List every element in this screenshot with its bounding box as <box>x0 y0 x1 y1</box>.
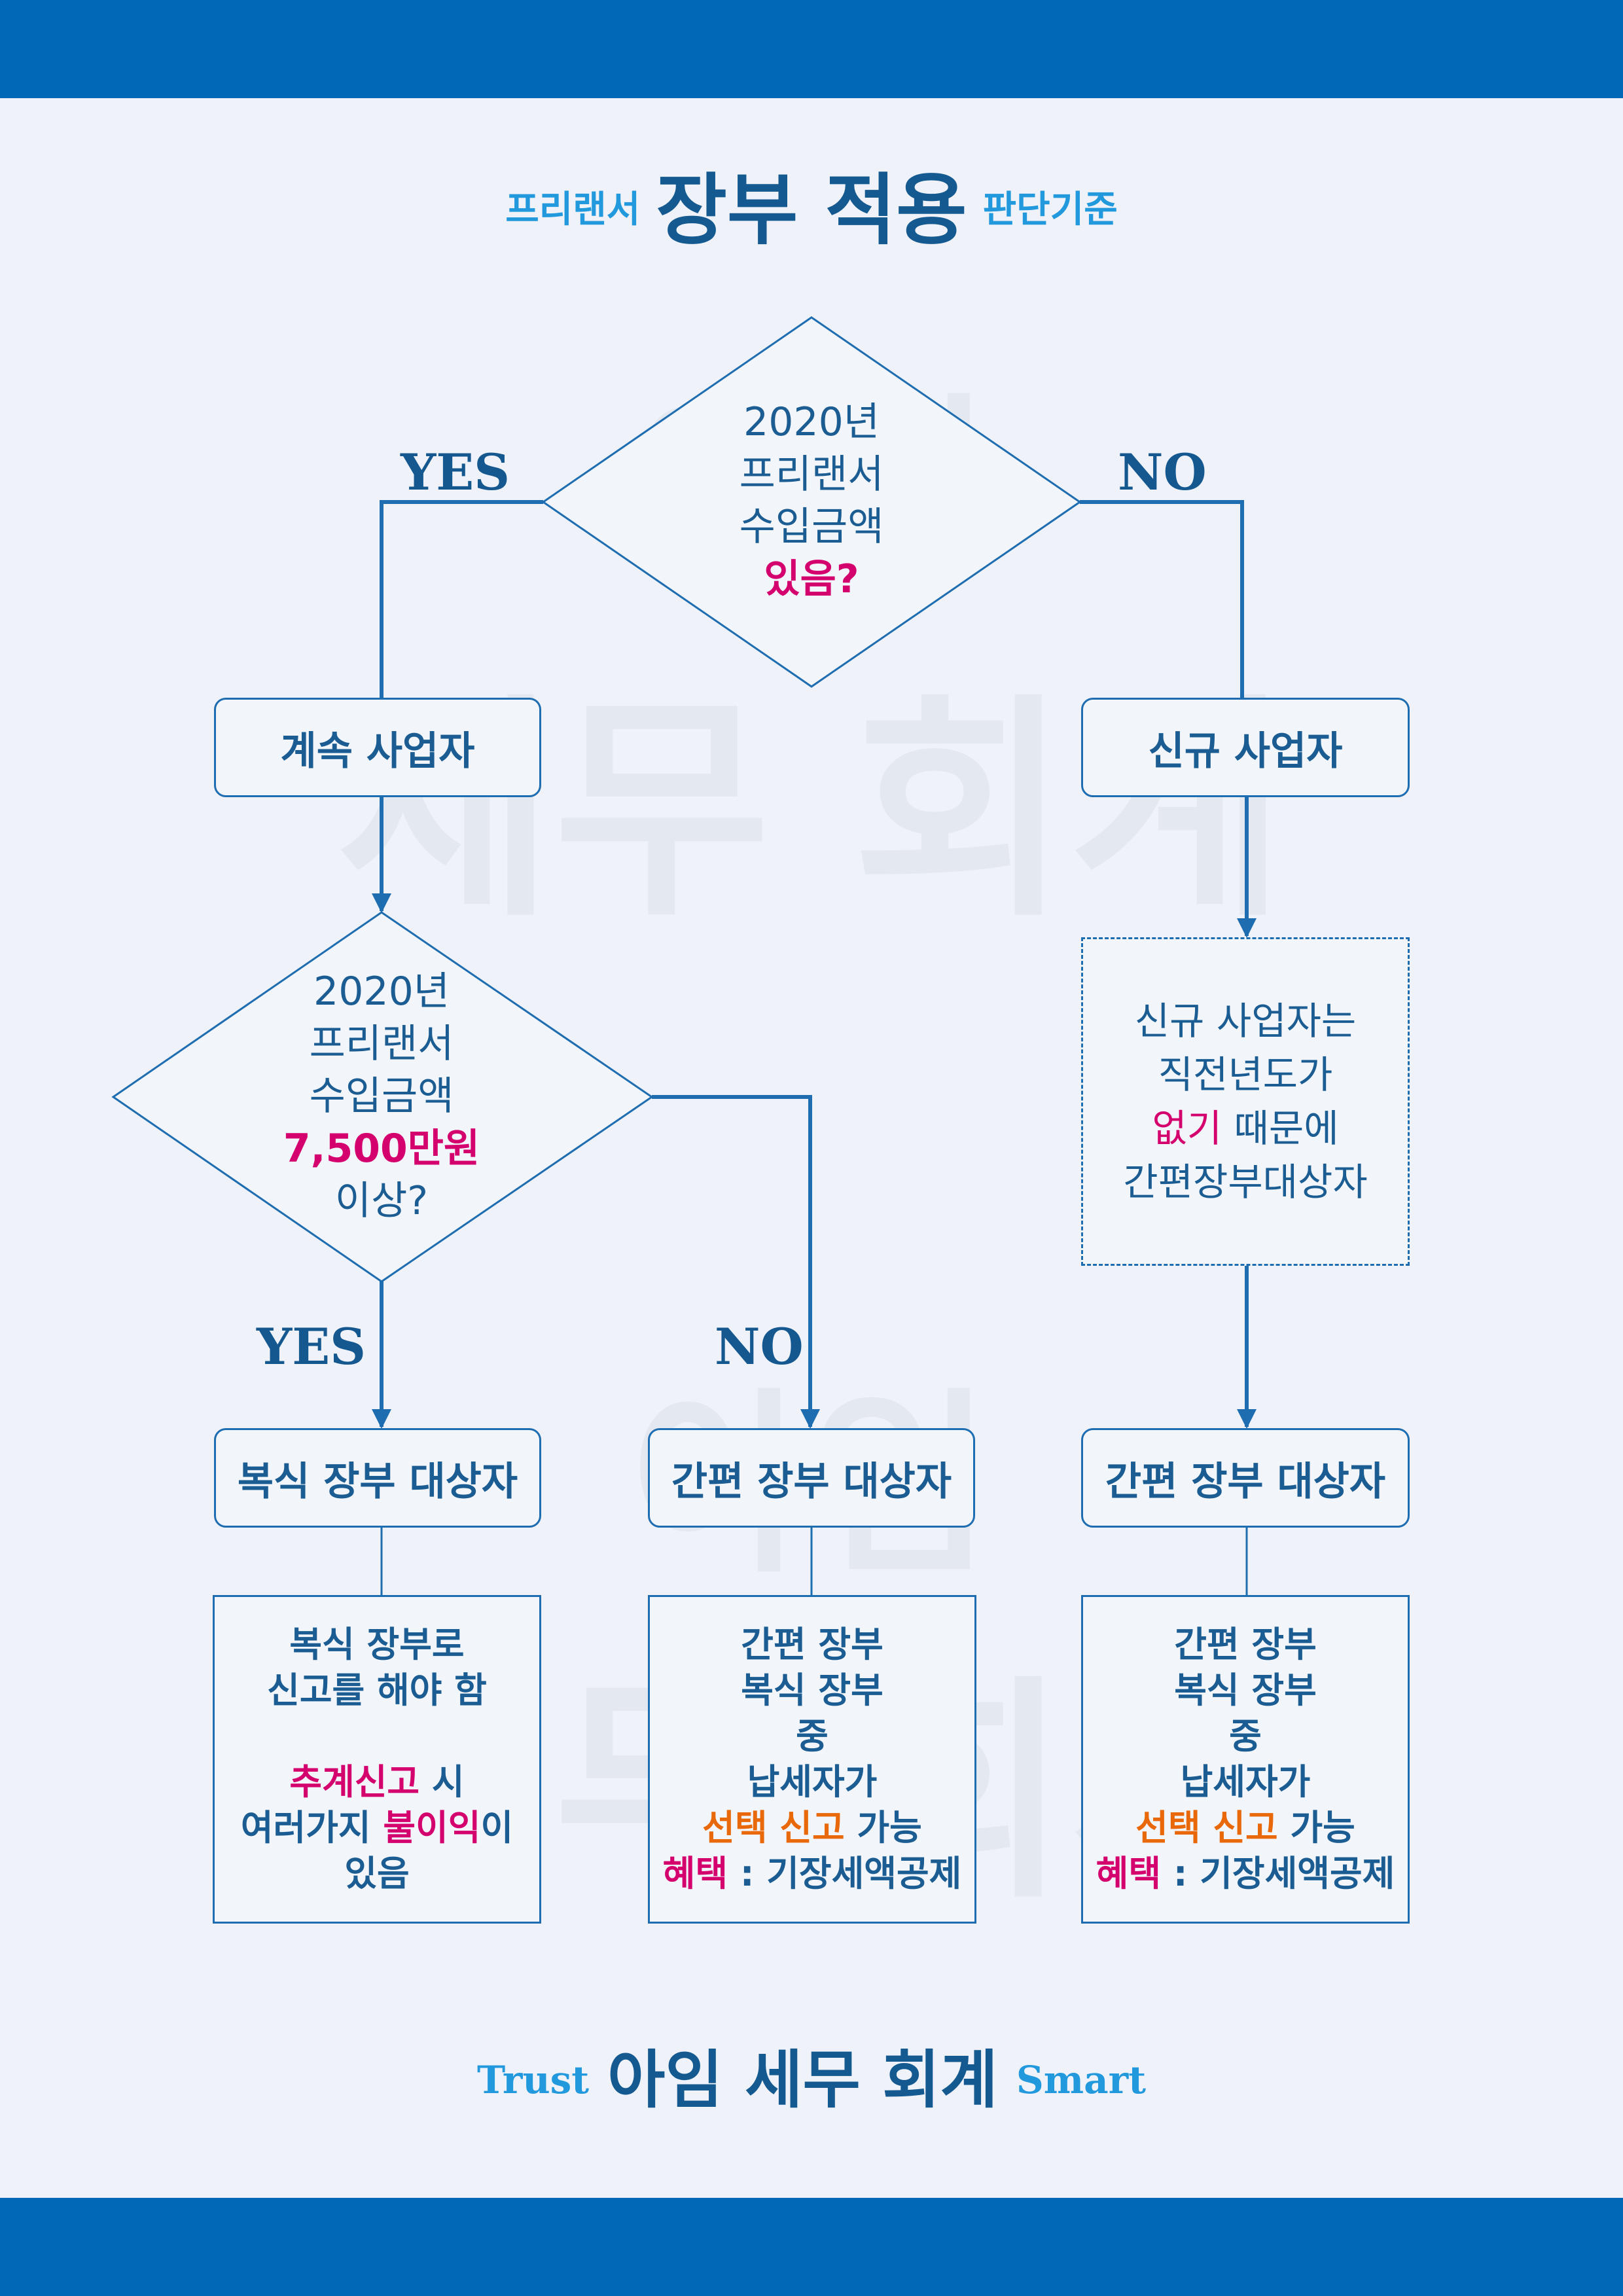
decision-first-highlight: 있음? <box>764 556 859 602</box>
simple-right-line-6: 혜택 : 기장세액공제 <box>1096 1851 1395 1897</box>
double-detail-line-3-rest: 시 <box>419 1761 465 1803</box>
connector-first-yes <box>380 500 543 699</box>
simple-left-line-1: 간편 장부 <box>741 1624 883 1665</box>
double-detail-highlight-2: 불이익 <box>383 1807 481 1848</box>
double-detail-line-2: 신고를 해야 함 <box>267 1670 487 1711</box>
decision-first-text: 2020년 프리랜서 수입금액 있음? <box>681 393 942 609</box>
label-second-no: NO <box>715 1318 804 1376</box>
simple-right-line-1: 간편 장부 <box>1174 1624 1317 1665</box>
decision-second-text: 2020년 프리랜서 수입금액 7,500만원 이상? <box>251 962 512 1230</box>
box-double-entry-target: 복식 장부 대상자 <box>214 1428 541 1528</box>
bottom-band <box>0 2198 1623 2296</box>
box-new-business: 신규 사업자 <box>1081 698 1410 797</box>
label-first-no: NO <box>1118 443 1207 501</box>
box-simple-target-left: 간편 장부 대상자 <box>648 1428 975 1528</box>
note-line-3: 없기 때문에 <box>1152 1102 1338 1155</box>
simple-left-line-6: 혜택 : 기장세액공제 <box>663 1851 962 1897</box>
decision-first-line-2: 프리랜서 <box>739 452 884 497</box>
box-double-entry-detail: 복식 장부로 신고를 해야 함 추계신고 시 여러가지 불이익이 있음 <box>213 1595 541 1924</box>
simple-right-line-3: 중 <box>1229 1715 1262 1757</box>
decision-second-line-5: 이상? <box>334 1178 429 1224</box>
box-continuing-business: 계속 사업자 <box>214 698 541 797</box>
double-detail-line-4-suffix: 이 <box>480 1807 514 1848</box>
title-left: 프리랜서 <box>505 188 641 231</box>
label-first-yes: YES <box>401 443 510 501</box>
simple-right-line-5: 선택 신고 가능 <box>1135 1805 1355 1851</box>
double-detail-highlight-1: 추계신고 <box>289 1761 420 1803</box>
decision-first-line-1: 2020년 <box>743 399 880 445</box>
decision-second-line-3: 수입금액 <box>309 1073 454 1119</box>
double-detail-line-4-prefix: 여러가지 <box>240 1807 383 1848</box>
simple-left-line-6-rest: : 기장세액공제 <box>728 1853 962 1894</box>
double-detail-line-4: 여러가지 불이익이 <box>241 1805 513 1851</box>
decision-diamond-first <box>541 316 1082 688</box>
double-detail-line-3: 추계신고 시 <box>289 1759 464 1805</box>
simple-left-line-5-rest: 가능 <box>844 1807 922 1848</box>
simple-right-line-5-rest: 가능 <box>1277 1807 1355 1848</box>
note-highlight: 없기 <box>1152 1106 1222 1151</box>
simple-left-line-5: 선택 신고 가능 <box>702 1805 922 1851</box>
box-simple-detail-right: 간편 장부 복식 장부 중 납세자가 선택 신고 가능 혜택 : 기장세액공제 <box>1081 1595 1410 1924</box>
title-right: 판단기준 <box>982 188 1118 231</box>
label-second-yes: YES <box>257 1318 366 1376</box>
arrow-second-no <box>652 1095 820 1429</box>
double-detail-line-5: 있음 <box>344 1853 410 1894</box>
double-detail-line-1: 복식 장부로 <box>289 1624 465 1665</box>
simple-left-highlight-choice: 선택 신고 <box>702 1807 845 1848</box>
simple-left-line-2: 복식 장부 <box>741 1670 883 1711</box>
connector-first-no <box>1080 500 1244 699</box>
note-line-1: 신규 사업자는 <box>1134 999 1357 1043</box>
footer-right: Smart <box>1016 2058 1147 2102</box>
simple-right-line-2: 복식 장부 <box>1174 1670 1317 1711</box>
simple-left-highlight-benefit: 혜택 <box>662 1853 728 1894</box>
decision-second-line-1: 2020년 <box>313 969 450 1014</box>
box-simple-detail-left: 간편 장부 복식 장부 중 납세자가 선택 신고 가능 혜택 : 기장세액공제 <box>648 1595 976 1924</box>
note-line-3-rest: 때문에 <box>1222 1106 1339 1151</box>
decision-second-highlight: 7,500만원 <box>283 1126 480 1172</box>
title-main: 장부 적용 <box>656 165 967 255</box>
simple-right-highlight-benefit: 혜택 <box>1096 1853 1162 1894</box>
simple-left-line-3: 중 <box>796 1715 829 1757</box>
footer-main: 아임 세무 회계 <box>607 2043 998 2117</box>
footer-left: Trust <box>476 2058 590 2102</box>
box-simple-target-right: 간편 장부 대상자 <box>1081 1428 1410 1528</box>
note-line-4: 간편장부대상자 <box>1123 1160 1368 1204</box>
simple-right-highlight-choice: 선택 신고 <box>1135 1807 1278 1848</box>
simple-left-line-4: 납세자가 <box>747 1761 878 1803</box>
simple-right-line-6-rest: : 기장세액공제 <box>1161 1853 1395 1894</box>
note-line-2: 직전년도가 <box>1158 1052 1333 1097</box>
decision-first-line-3: 수입금액 <box>739 504 884 550</box>
box-new-business-note: 신규 사업자는 직전년도가 없기 때문에 간편장부대상자 <box>1081 937 1410 1266</box>
decision-second-line-2: 프리랜서 <box>309 1021 454 1067</box>
top-band <box>0 0 1623 98</box>
simple-right-line-4: 납세자가 <box>1180 1761 1311 1803</box>
